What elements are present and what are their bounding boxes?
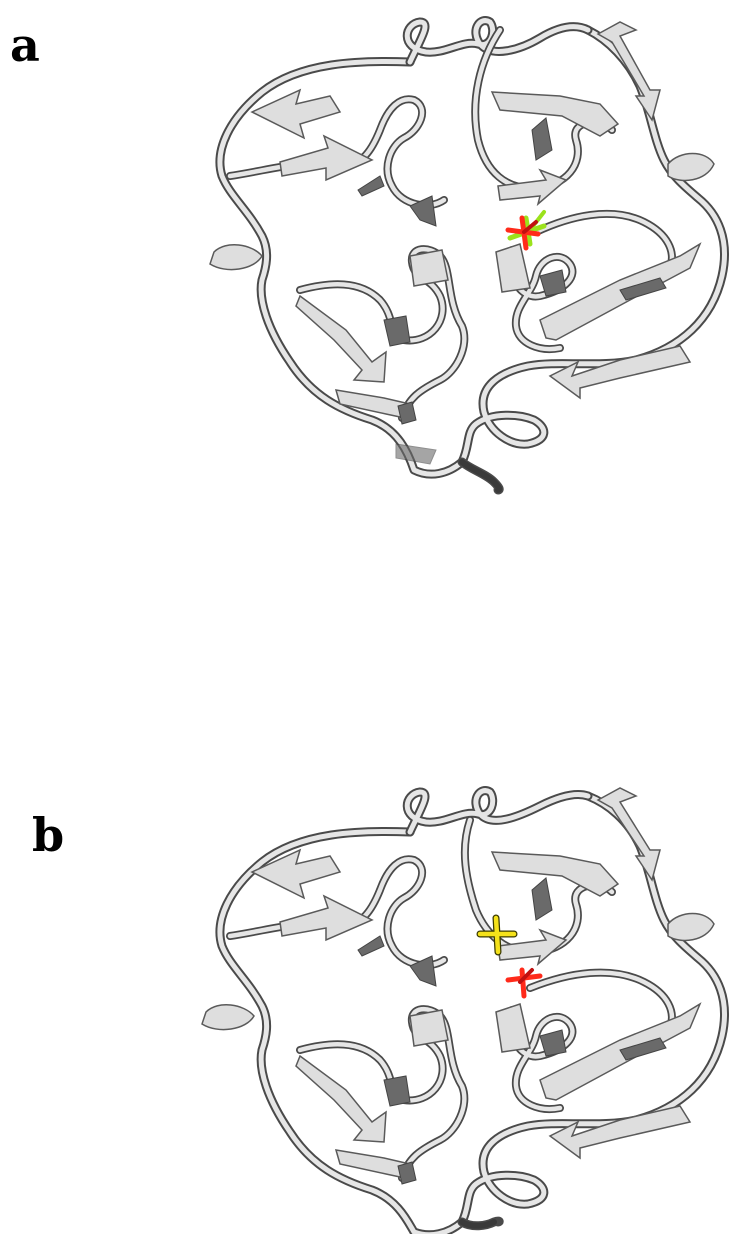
- figure-panel-a: a: [0, 0, 739, 560]
- red-residue: [508, 218, 538, 248]
- ligand-residues: [508, 212, 544, 248]
- ribbon-backbone: [202, 788, 725, 1234]
- protein-ribbon-structure-a: [0, 0, 739, 560]
- figure-panel-b: b: [0, 760, 739, 1234]
- protein-ribbon-structure-b: [0, 760, 739, 1234]
